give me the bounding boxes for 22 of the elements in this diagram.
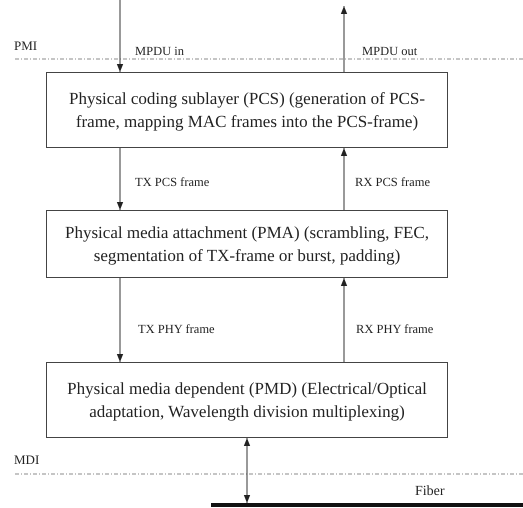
layer-box — [46, 72, 448, 148]
edge-label: RX PHY frame — [356, 322, 434, 337]
layer-text: Physical coding sublayer (PCS) (generation of PCS-frame, mapping MAC frames into the PCS-frame) — [68, 88, 426, 133]
fiber-label: Fiber — [415, 484, 445, 500]
interface-label: PMI — [14, 38, 38, 54]
edge-label: RX PCS frame — [355, 175, 430, 190]
layer-box — [46, 210, 448, 278]
arrow — [340, 6, 348, 72]
arrow — [116, 0, 124, 72]
edge-label: TX PCS frame — [135, 175, 210, 190]
arrow — [244, 438, 250, 504]
layer-text: Physical media dependent (PMD) (Electrical/Optical adaptation, Wavelength division multiplexing) — [66, 378, 428, 423]
arrow — [116, 278, 124, 362]
edge-label: MPDU in — [135, 44, 184, 59]
edge-label: TX PHY frame — [138, 322, 215, 337]
layer-box — [46, 362, 448, 438]
interface-label: MDI — [14, 452, 40, 468]
edge-label: MPDU out — [362, 44, 418, 59]
arrow — [340, 148, 348, 210]
arrow — [116, 148, 124, 210]
arrow — [340, 278, 348, 362]
layer-text: Physical media attachment (PMA) (scrambling, FEC, segmentation of TX-frame or burst, padding) — [64, 222, 430, 267]
